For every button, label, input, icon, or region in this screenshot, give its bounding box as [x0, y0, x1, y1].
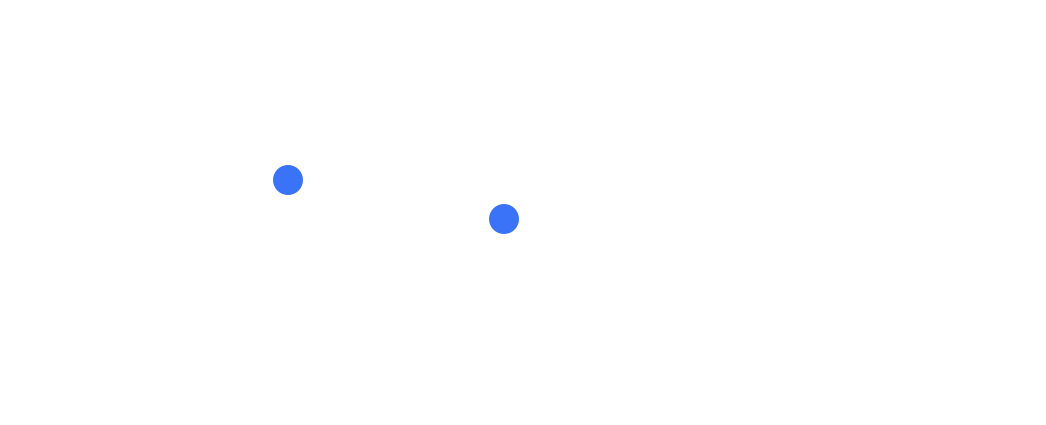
blue-dot-marker[interactable] [273, 165, 303, 195]
blue-dot-marker[interactable] [489, 204, 519, 234]
